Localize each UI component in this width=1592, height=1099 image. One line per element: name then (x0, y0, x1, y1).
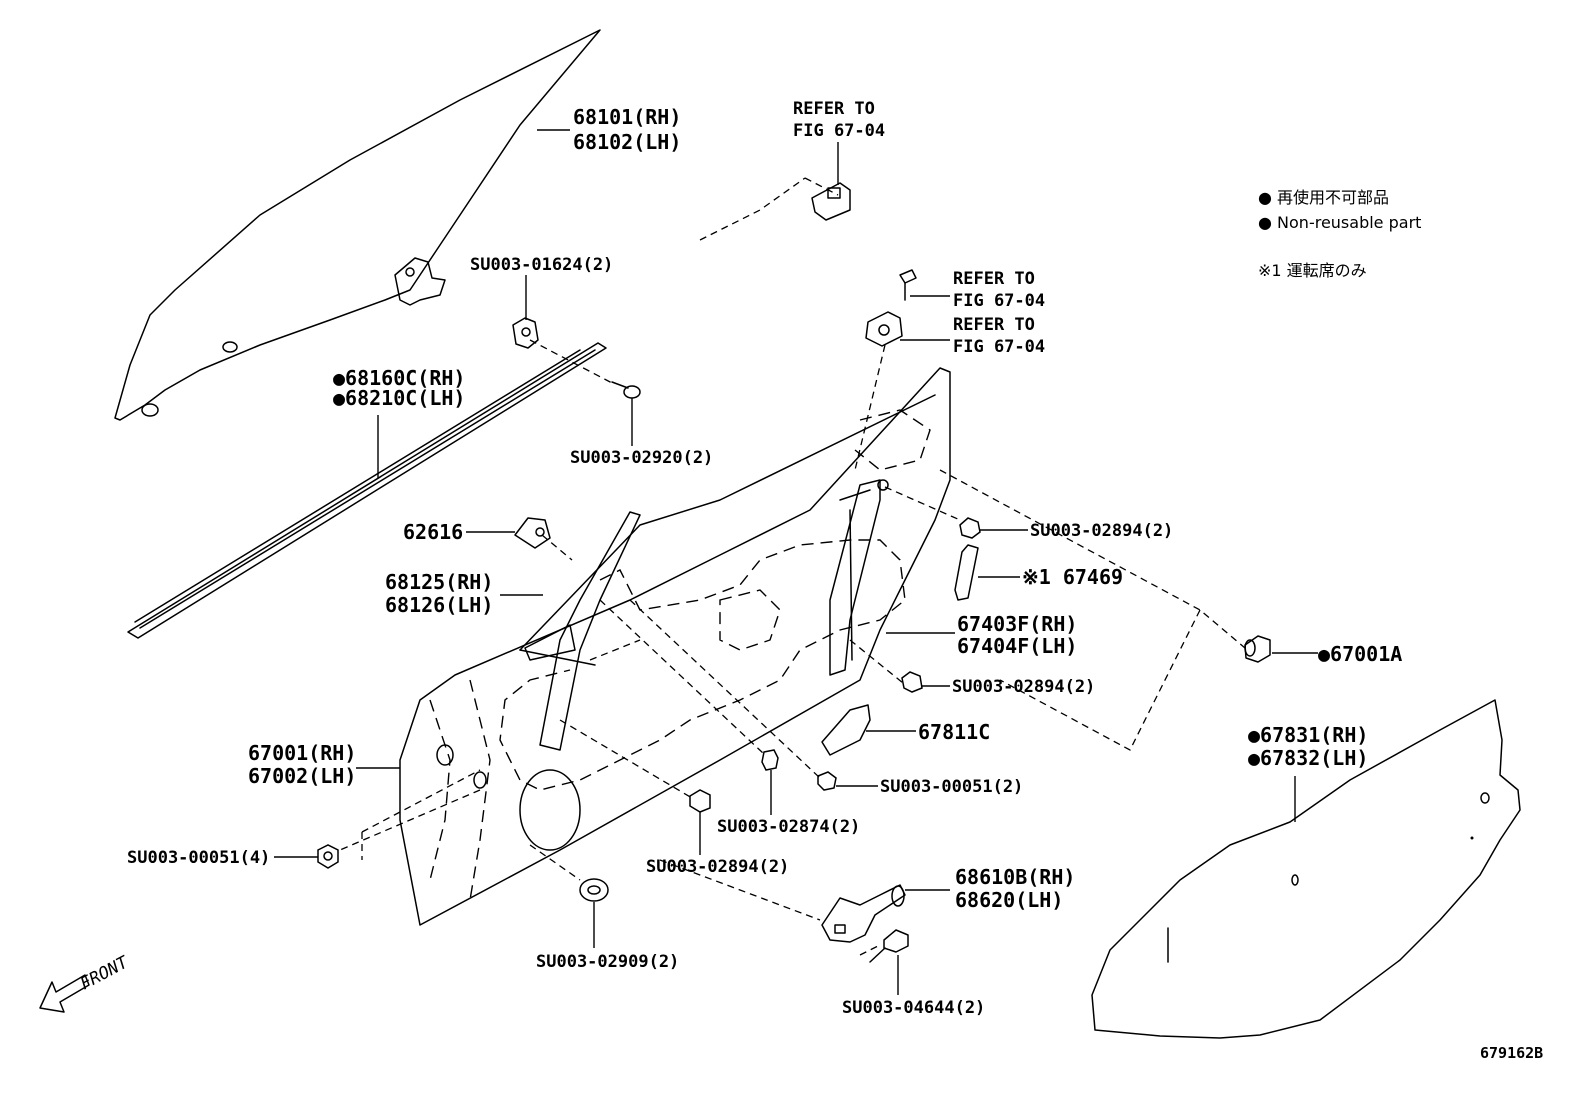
label-67811c: 67811C (918, 720, 990, 744)
label-su003-04644: SU003-04644(2) (842, 998, 985, 1018)
bolt-su003-04644 (869, 929, 909, 963)
label-refer1-b: FIG 67-04 (793, 121, 885, 141)
label-68101: 68101(RH) (573, 105, 681, 129)
callout-labels: 68101(RH) 68102(LH) REFER TO FIG 67-04 S… (127, 99, 1543, 1062)
label-68126: 68126(LH) (385, 593, 493, 617)
label-su003-02894-b: SU003-02894(2) (952, 677, 1095, 697)
label-67403f: 67403F(RH) (957, 612, 1077, 636)
label-67469: ※1 67469 (1022, 565, 1123, 589)
label-67404f: 67404F(LH) (957, 634, 1077, 658)
label-68620: 68620(LH) (955, 888, 1063, 912)
nut-su003-02874 (761, 749, 779, 771)
label-68160c: ●68160C(RH) (333, 366, 465, 390)
nut-su003-02894-a (959, 517, 981, 539)
label-68102: 68102(LH) (573, 130, 681, 154)
part-67831 (1091, 699, 1521, 1039)
label-su003-02920: SU003-02920(2) (570, 448, 713, 468)
part-67001a (1244, 635, 1271, 663)
label-68610b: 68610B(RH) (955, 865, 1075, 889)
label-su003-02894-a: SU003-02894(2) (1030, 521, 1173, 541)
label-su003-02894-c: SU003-02894(2) (646, 857, 789, 877)
figure-id: 679162B (1480, 1044, 1543, 1062)
part-62616 (514, 517, 551, 549)
clip-su003-01624 (512, 317, 539, 349)
label-68125: 68125(RH) (385, 570, 493, 594)
label-refer2-a: REFER TO (953, 269, 1035, 289)
legend-line2: ● Non-reusable part (1258, 213, 1421, 232)
label-67002: 67002(LH) (248, 764, 356, 788)
label-62616: 62616 (403, 520, 463, 544)
part-68610b (821, 884, 906, 943)
leader-lines (274, 129, 1318, 995)
label-refer3-a: REFER TO (953, 315, 1035, 335)
label-su003-01624: SU003-01624(2) (470, 255, 613, 275)
reference-lines (339, 177, 1246, 956)
part-su003-02909 (579, 878, 609, 902)
legend: ● 再使用不可部品 ● Non-reusable part ※1 運転席のみ (1258, 188, 1421, 280)
label-67832: ●67832(LH) (1248, 746, 1368, 770)
run-channel (524, 511, 641, 751)
label-su003-00051-a: SU003-00051(2) (880, 777, 1023, 797)
label-refer2-b: FIG 67-04 (953, 291, 1045, 311)
belt-moulding (127, 342, 607, 639)
screw-su003-02920 (611, 381, 641, 399)
door-panel (399, 367, 951, 926)
label-refer1-a: REFER TO (793, 99, 875, 119)
nut-su003-02894-c (689, 789, 711, 813)
front-arrow-icon (39, 974, 90, 1013)
legend-note: ※1 運転席のみ (1258, 261, 1367, 280)
label-67001: 67001(RH) (248, 741, 356, 765)
legend-line1: ● 再使用不可部品 (1258, 188, 1389, 207)
nut-su003-00051-a (317, 844, 339, 869)
label-67001a: ●67001A (1318, 642, 1402, 666)
label-68210c: ●68210C(LH) (333, 386, 465, 410)
nut-su003-02894-b (901, 671, 923, 693)
front-arrow: FRONT (39, 952, 133, 1013)
part-67469 (954, 544, 979, 601)
window-regulator (829, 479, 889, 676)
label-67831: ●67831(RH) (1248, 723, 1368, 747)
label-su003-00051-b: SU003-00051(4) (127, 848, 270, 868)
part-67811c (821, 704, 871, 756)
front-label: FRONT (77, 952, 133, 995)
bolt-top-right (865, 269, 917, 347)
hinge-pin-top (811, 182, 851, 221)
nut-su003-00051-b (817, 771, 837, 791)
label-su003-02874: SU003-02874(2) (717, 817, 860, 837)
label-refer3-b: FIG 67-04 (953, 337, 1045, 357)
label-su003-02909: SU003-02909(2) (536, 952, 679, 972)
window-glass (114, 29, 601, 421)
